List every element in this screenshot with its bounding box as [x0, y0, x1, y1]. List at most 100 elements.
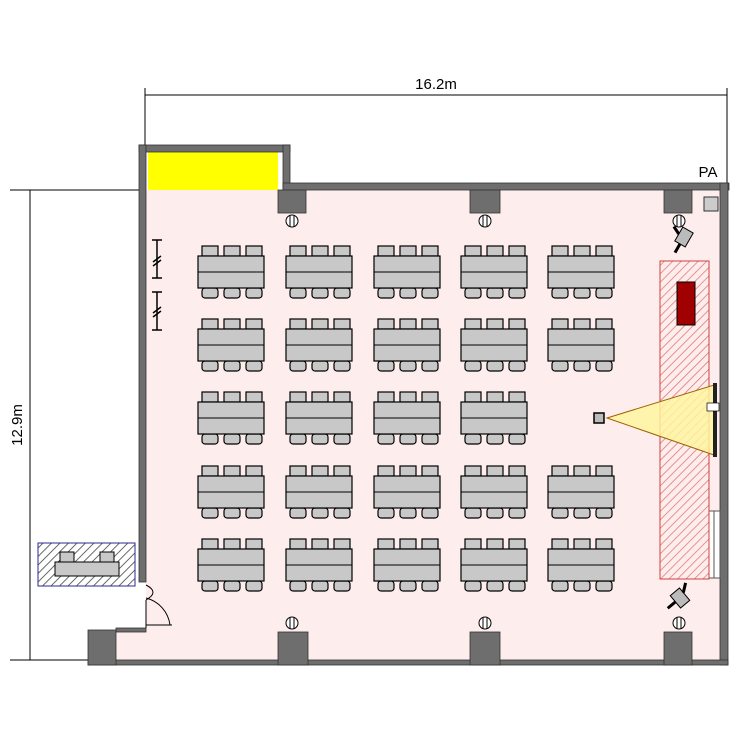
chair	[421, 507, 439, 519]
lan-port	[706, 402, 720, 412]
chair	[486, 433, 504, 445]
chair	[399, 507, 417, 519]
table-group	[373, 391, 441, 445]
table-group	[197, 318, 265, 372]
chair	[377, 580, 395, 592]
chair	[421, 360, 439, 372]
chair	[573, 318, 591, 330]
light-fixture	[478, 616, 492, 630]
table-group	[373, 465, 441, 519]
chair	[289, 318, 307, 330]
chair	[201, 360, 219, 372]
chair	[333, 507, 351, 519]
chair	[311, 287, 329, 299]
chair	[551, 318, 569, 330]
chair	[333, 360, 351, 372]
chair	[399, 391, 417, 403]
table-group	[285, 538, 353, 592]
light-fixture	[672, 616, 686, 630]
chair	[573, 580, 591, 592]
chair	[595, 507, 613, 519]
chair	[551, 465, 569, 477]
table-group	[285, 318, 353, 372]
chair	[508, 538, 526, 550]
chair	[399, 287, 417, 299]
pillar	[663, 189, 693, 214]
wall-outlets	[152, 239, 162, 331]
chair	[508, 287, 526, 299]
chair	[223, 318, 241, 330]
table-group	[547, 465, 615, 519]
chair	[595, 287, 613, 299]
light-fixture	[478, 214, 492, 228]
chair	[245, 391, 263, 403]
chair	[289, 538, 307, 550]
chair	[464, 507, 482, 519]
table-group	[460, 465, 528, 519]
chair	[377, 433, 395, 445]
chair	[333, 318, 351, 330]
chair	[573, 538, 591, 550]
chair	[421, 245, 439, 257]
width-label: 16.2m	[415, 76, 457, 93]
chair	[245, 580, 263, 592]
chair	[399, 538, 417, 550]
chair	[289, 245, 307, 257]
chair	[508, 433, 526, 445]
light-fixture	[285, 214, 299, 228]
chair	[464, 360, 482, 372]
chair	[333, 580, 351, 592]
chair	[201, 507, 219, 519]
chair	[311, 580, 329, 592]
chair	[486, 538, 504, 550]
chair	[223, 433, 241, 445]
chair	[377, 465, 395, 477]
chair	[377, 287, 395, 299]
light-fixture	[672, 214, 686, 228]
chair	[595, 465, 613, 477]
chair	[245, 507, 263, 519]
chair	[223, 391, 241, 403]
chair	[333, 465, 351, 477]
chair	[311, 433, 329, 445]
chair	[399, 433, 417, 445]
chair	[289, 287, 307, 299]
chair	[595, 318, 613, 330]
height-label: 12.9m	[9, 404, 26, 446]
chair	[551, 287, 569, 299]
chair	[289, 433, 307, 445]
chair	[399, 360, 417, 372]
chair	[421, 538, 439, 550]
chair	[289, 465, 307, 477]
chair	[399, 580, 417, 592]
chair	[223, 360, 241, 372]
pillar	[469, 189, 501, 214]
chair	[201, 465, 219, 477]
chair	[573, 465, 591, 477]
chair	[595, 538, 613, 550]
chair	[223, 245, 241, 257]
chair	[377, 318, 395, 330]
chair	[551, 245, 569, 257]
chair	[223, 507, 241, 519]
chair	[464, 580, 482, 592]
light-fixture	[285, 616, 299, 630]
table-group	[547, 538, 615, 592]
table-group	[373, 318, 441, 372]
chair	[464, 318, 482, 330]
chair	[573, 245, 591, 257]
chair	[223, 465, 241, 477]
chair	[245, 538, 263, 550]
pillar	[469, 631, 501, 666]
chair	[399, 465, 417, 477]
chair	[333, 538, 351, 550]
chair	[573, 507, 591, 519]
table-group	[373, 245, 441, 299]
chair	[486, 465, 504, 477]
speaker-bottom	[666, 582, 691, 610]
chair	[508, 465, 526, 477]
chair	[421, 465, 439, 477]
chair	[464, 391, 482, 403]
